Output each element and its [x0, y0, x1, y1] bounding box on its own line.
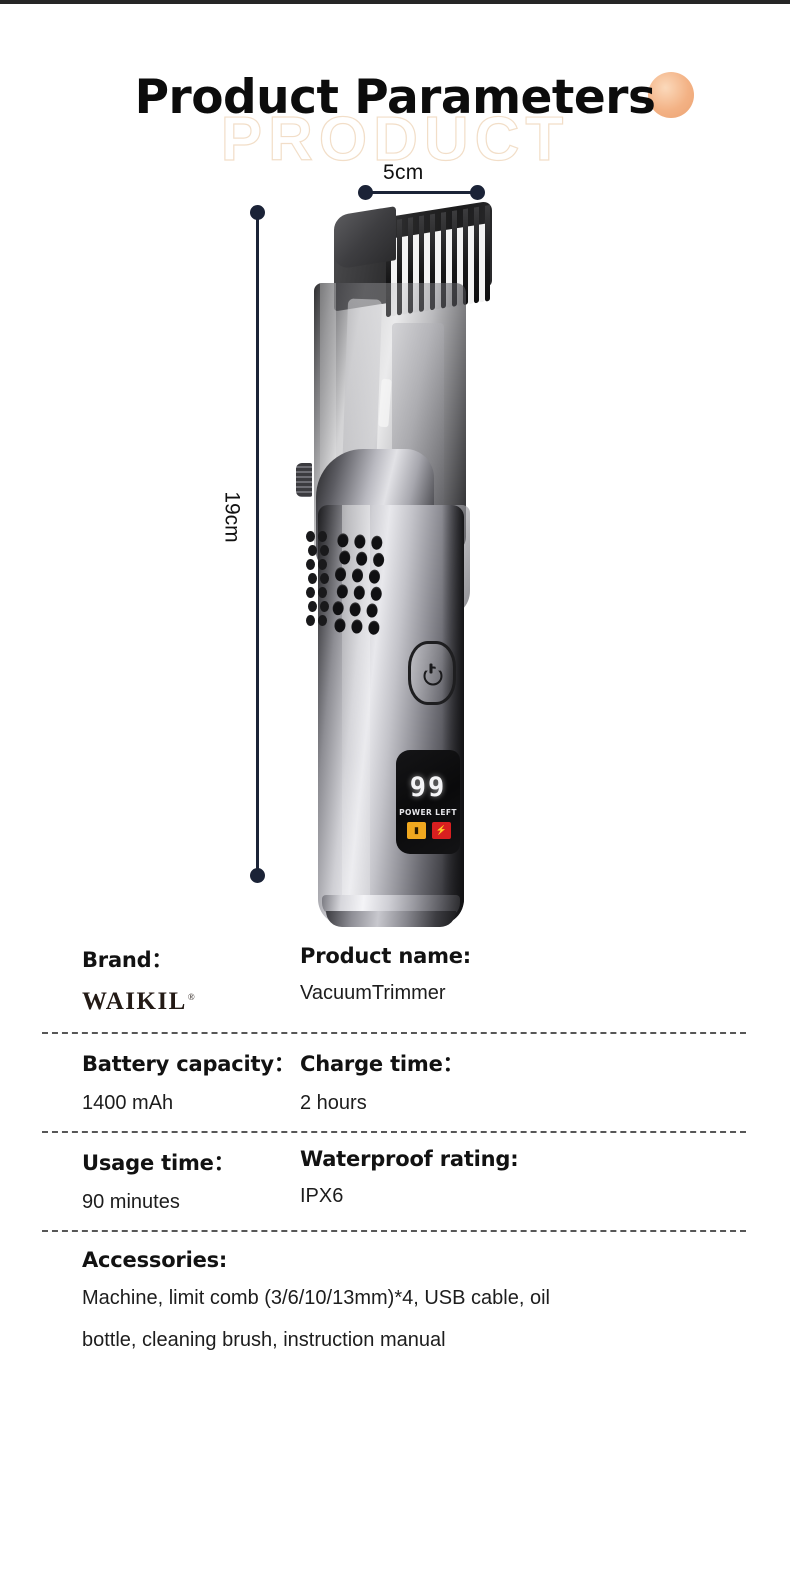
spec-value-waterproof-rating: IPX6: [300, 1185, 344, 1207]
vent-hole: [350, 619, 363, 634]
spec-value-product-name: VacuumTrimmer: [300, 982, 446, 1004]
vent-hole: [320, 573, 329, 584]
led-display-panel: 99 POWER LEFT ▮ ⚡: [396, 750, 460, 854]
battery-amber-icon: ▮: [407, 822, 426, 839]
accent-circle-icon: [648, 72, 694, 118]
comb-shoulder: [334, 206, 396, 270]
vent-hole: [367, 620, 380, 636]
battery-red-icon: ⚡: [432, 822, 451, 839]
row-divider: [42, 1230, 746, 1232]
row-divider: [42, 1032, 746, 1034]
height-dimension-dot-top: [250, 205, 265, 220]
width-dimension-label: 5cm: [383, 161, 424, 184]
watermark-text: PRODUCT: [220, 104, 570, 174]
power-button[interactable]: [408, 641, 456, 705]
display-status-icons: ▮ ⚡: [407, 822, 451, 839]
brand-registered-mark: ®: [187, 991, 197, 1002]
spec-label-accessories: Accessories:: [82, 1248, 228, 1272]
vent-hole: [308, 545, 317, 556]
vent-hole: [306, 531, 315, 542]
vent-hole: [370, 586, 383, 602]
vent-hole: [332, 600, 345, 616]
spec-row-usage: Usage time： 90 minutes Waterproof rating…: [0, 1133, 790, 1230]
top-bar: [0, 0, 790, 4]
vent-hole: [336, 584, 349, 599]
vent-hole: [351, 568, 364, 583]
vent-hole: [333, 617, 346, 633]
vent-hole: [306, 615, 315, 626]
spec-value-usage-time: 90 minutes: [82, 1191, 180, 1213]
vent-hole: [318, 559, 327, 570]
spec-value-charge-time: 2 hours: [300, 1092, 367, 1114]
spec-label-product-name: Product name:: [300, 944, 471, 968]
vent-hole: [353, 585, 366, 600]
spec-row-accessories: Accessories: Machine, limit comb (3/6/10…: [0, 1232, 790, 1350]
power-icon: [423, 663, 443, 686]
chamber-internal-part-c: [378, 378, 392, 428]
battery-percent-digits: 99: [409, 772, 447, 803]
spec-row-brand: Brand： WAIKIL® Product name: VacuumTrimm…: [0, 930, 790, 1032]
height-dimension-line: [256, 212, 259, 875]
spec-label-waterproof-rating: Waterproof rating:: [300, 1147, 519, 1171]
spec-label-usage-time: Usage time：: [82, 1151, 235, 1175]
vent-hole: [366, 603, 379, 618]
vent-hole: [308, 601, 317, 612]
page-title: Product Parameters: [134, 70, 656, 125]
spec-value-battery-capacity: 1400 mAh: [82, 1092, 174, 1114]
vent-hole: [308, 573, 317, 584]
vent-hole: [318, 587, 327, 598]
vent-hole: [368, 569, 381, 584]
vent-hole: [355, 551, 368, 567]
vent-hole: [306, 587, 315, 598]
brand-logo: WAIKIL®: [82, 988, 196, 1016]
vent-grille-secondary: [306, 531, 332, 635]
vent-hole: [370, 535, 383, 551]
trimmer-base: [326, 911, 456, 927]
width-dimension-dot-left: [358, 185, 373, 200]
power-left-caption: POWER LEFT: [399, 808, 457, 817]
comb-tooth: [485, 204, 490, 302]
page-header: PRODUCT Product Parameters: [0, 30, 790, 175]
spec-value-accessories-line1: Machine, limit comb (3/6/10/13mm)*4, USB…: [82, 1287, 550, 1309]
vent-hole: [372, 552, 385, 568]
vent-hole: [320, 601, 329, 612]
vent-hole: [334, 566, 347, 582]
vent-hole: [353, 534, 366, 549]
spec-value-brand: WAIKIL®: [82, 988, 300, 1016]
row-divider: [42, 1131, 746, 1133]
height-dimension-label: 19cm: [220, 491, 244, 543]
vent-grille-main: [330, 532, 400, 647]
vent-hole: [349, 601, 362, 617]
spec-label-charge-time: Charge time：: [300, 1052, 464, 1076]
trimmer-product-image: 99 POWER LEFT ▮ ⚡: [296, 200, 496, 935]
side-dial: [296, 463, 312, 497]
vent-hole: [318, 531, 327, 542]
spec-label-battery-capacity: Battery capacity：: [82, 1052, 295, 1076]
width-dimension-dot-right: [470, 185, 485, 200]
spec-label-brand: Brand：: [82, 948, 173, 972]
body-shadow-edge: [442, 505, 464, 925]
product-illustration: 5cm 19cm: [0, 150, 790, 930]
vent-hole: [306, 559, 315, 570]
vent-hole: [336, 532, 349, 548]
vent-hole: [318, 615, 327, 626]
vent-hole: [338, 550, 351, 565]
spec-value-accessories-line2: bottle, cleaning brush, instruction manu…: [82, 1329, 446, 1351]
spec-row-battery: Battery capacity： 1400 mAh Charge time： …: [0, 1034, 790, 1131]
brand-logo-text: WAIKIL: [82, 988, 187, 1015]
vent-hole: [320, 545, 329, 556]
height-dimension-dot-bottom: [250, 868, 265, 883]
width-dimension-line: [365, 191, 477, 194]
specifications-table: Brand： WAIKIL® Product name: VacuumTrimm…: [0, 930, 790, 1372]
